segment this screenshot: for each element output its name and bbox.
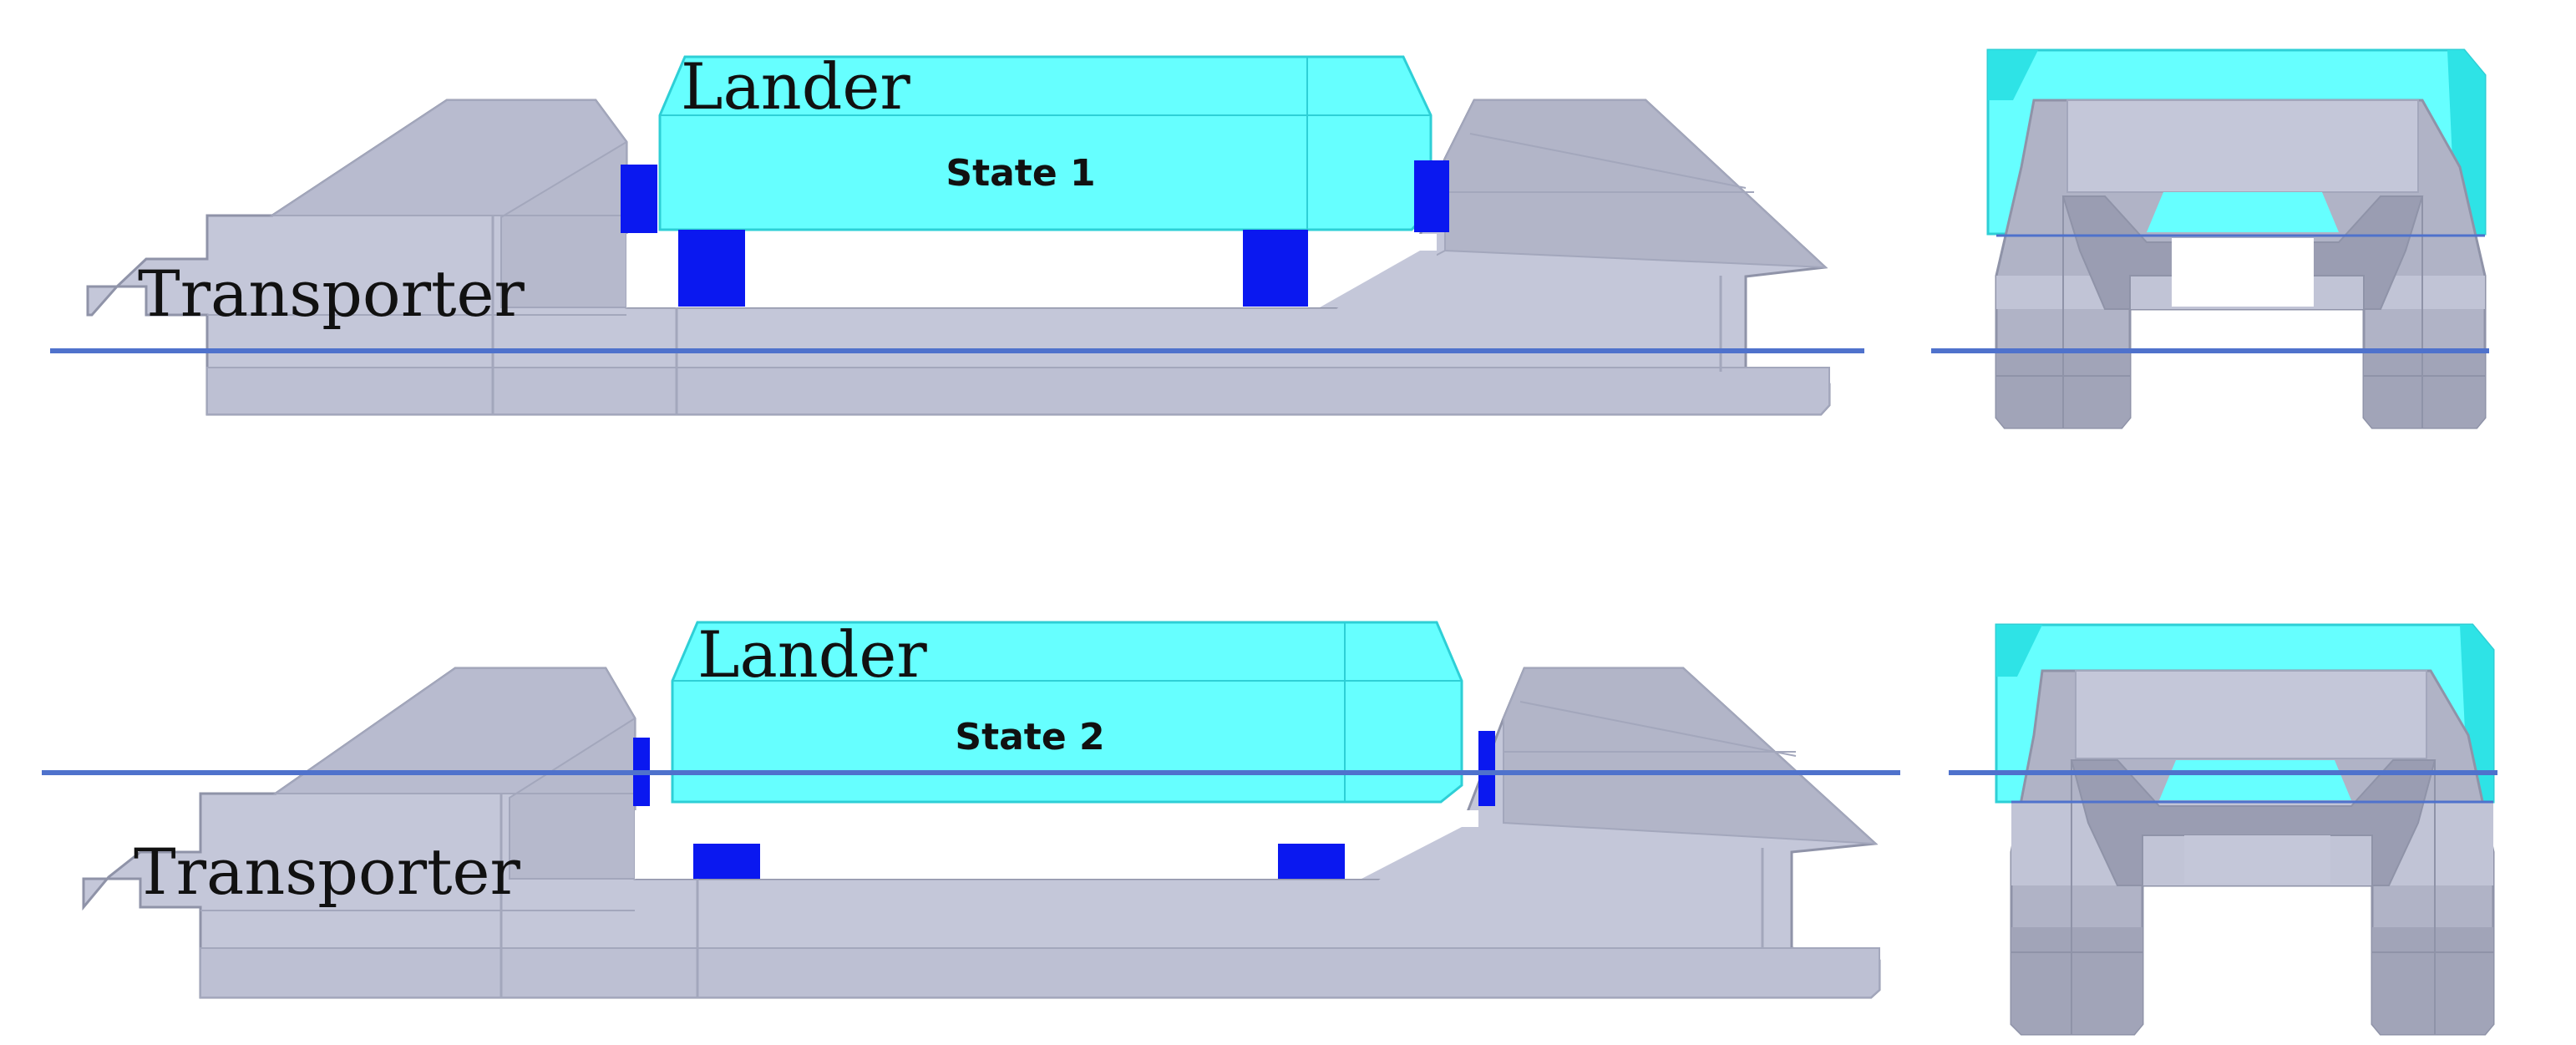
well-cutout [635,810,1478,879]
lander-label: Lander [681,49,910,124]
transporter-label: Transporter [138,256,525,331]
contact-pads [633,731,1495,879]
state-label: State 1 [946,152,1095,195]
bottom-pad-left [678,230,745,307]
lander-body [658,55,1433,231]
contact-pads [621,160,1449,307]
bottom-pad-right [1243,230,1308,307]
well-floor-slope [1362,827,1478,879]
state-label: State 2 [955,716,1104,758]
well-floor-slope [1320,251,1437,307]
transporter-label: Transporter [134,834,521,909]
lander-body [671,621,1463,804]
well-gap [2184,835,2330,884]
bottom-pad-left [693,844,760,879]
well-gap [2172,238,2314,307]
lander-end-underside [2147,192,2339,232]
well-cutout [626,234,1437,307]
side-pad-left [621,165,657,233]
transporter-hull [86,99,1831,416]
transporter-hull [82,667,1881,999]
lander-label: Lander [697,617,927,692]
state-2-end-view [1949,623,2497,1036]
state-1-side-view: Lander Transporter State 1 [50,49,1864,416]
lander-end-underside [2159,760,2351,800]
state-2-side-view: Lander Transporter State 2 [42,617,1900,999]
side-pad-right [1478,731,1495,806]
state-1-end-view [1931,48,2489,429]
bottom-pad-right [1278,844,1345,879]
side-pad-right [1414,160,1449,232]
transporter-end-hull [1995,99,2487,429]
